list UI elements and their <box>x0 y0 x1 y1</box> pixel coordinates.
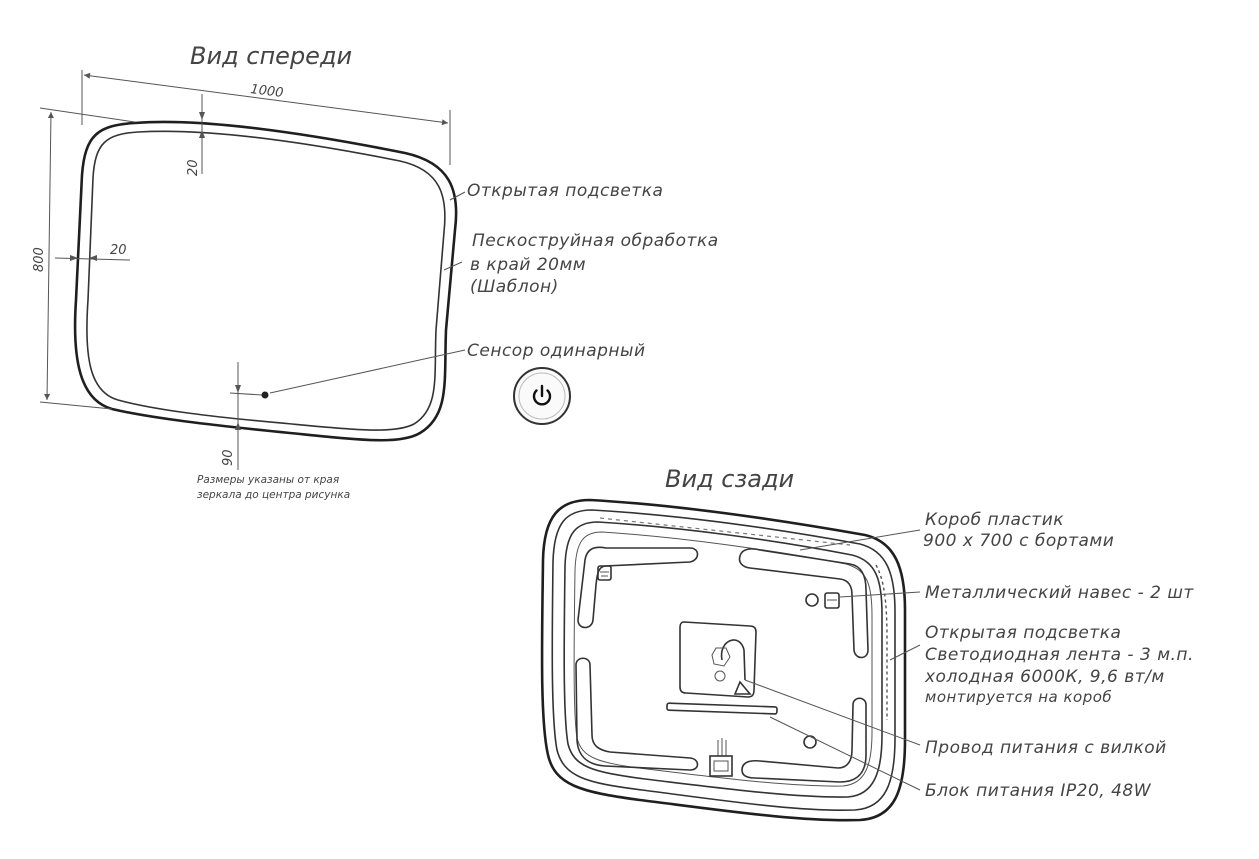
callout-power-cord: Провод питания с вилкой <box>925 738 1167 758</box>
callout-light-line2: Светодиодная лента - 3 м.п. <box>925 645 1194 665</box>
leader-open-light <box>449 191 466 201</box>
callout-psu: Блок питания IP20, 48W <box>925 781 1152 801</box>
dim-top-margin-arrow-a <box>199 112 205 120</box>
dim-left-margin-arrow-b <box>89 255 97 261</box>
leader-power-cord <box>744 679 921 746</box>
callout-open-light: Открытая подсветка <box>467 181 663 201</box>
dim-bottom-arrow-b <box>235 422 241 430</box>
back-view: Вид сзади <box>540 465 1194 822</box>
dim-top-margin-arrow-b <box>199 130 205 138</box>
dim-width-line <box>83 72 449 126</box>
callout-sandblast-line3: (Шаблон) <box>470 277 559 297</box>
dimension-note-line1: Размеры указаны от края <box>197 474 339 486</box>
dimension-note-line2: зеркала до центра рисунка <box>197 489 350 501</box>
leader-psu <box>769 716 921 791</box>
leader-hanger <box>839 591 921 598</box>
back-power-supply <box>666 702 778 715</box>
callout-sandblast-line2: в край 20мм <box>470 255 586 275</box>
power-icon <box>513 367 571 425</box>
callout-sandblast-line1: Пескоструйная обработка <box>472 231 719 251</box>
dim-height-label: 800 <box>32 247 47 272</box>
hanger-left <box>597 565 612 581</box>
front-sandblast-edge <box>86 130 446 431</box>
dim-height-ext-top <box>39 107 136 123</box>
back-mirror-outline <box>540 498 907 822</box>
dim-height-ext-bottom <box>39 401 113 410</box>
callout-sensor: Сенсор одинарный <box>467 341 646 361</box>
callout-light-line4: монтируется на короб <box>925 688 1112 706</box>
hanger-right <box>805 592 840 609</box>
back-center-plate <box>679 621 757 698</box>
back-box-rim <box>573 531 873 787</box>
back-view-title: Вид сзади <box>665 465 794 493</box>
back-box-ribs <box>575 546 869 783</box>
dim-height-line <box>44 111 54 401</box>
front-sensor-dot <box>261 391 269 399</box>
front-view-title: Вид спереди <box>190 42 352 70</box>
back-mount-screw <box>803 735 817 749</box>
dim-bottom-arrow-a <box>235 385 241 393</box>
leader-box <box>799 529 921 551</box>
callout-box-line2: 900 х 700 с бортами <box>923 531 1114 551</box>
leader-sandblast <box>443 261 463 271</box>
dim-bottom-ext <box>229 392 263 396</box>
back-plastic-box <box>563 521 883 798</box>
dim-left-margin-arrow-a <box>70 255 78 261</box>
front-view: Вид спереди 1000 800 20 20 90 <box>32 42 719 501</box>
dim-left-margin-label: 20 <box>110 243 127 258</box>
leader-sensor <box>269 349 466 394</box>
leader-led <box>889 644 921 661</box>
back-cable-connector <box>709 738 733 777</box>
dim-top-margin-label: 20 <box>186 159 201 176</box>
callout-hanger: Металлический навес - 2 шт <box>925 583 1194 603</box>
front-mirror-outline <box>73 120 458 442</box>
callout-light-line3: холодная 6000К, 9,6 вт/м <box>924 667 1165 687</box>
back-led-strip-top <box>599 517 851 546</box>
callout-box-line1: Короб пластик <box>925 510 1064 530</box>
dim-bottom-label: 90 <box>221 449 236 466</box>
callout-light-line1: Открытая подсветка <box>925 623 1121 643</box>
dim-width-label: 1000 <box>250 82 285 101</box>
